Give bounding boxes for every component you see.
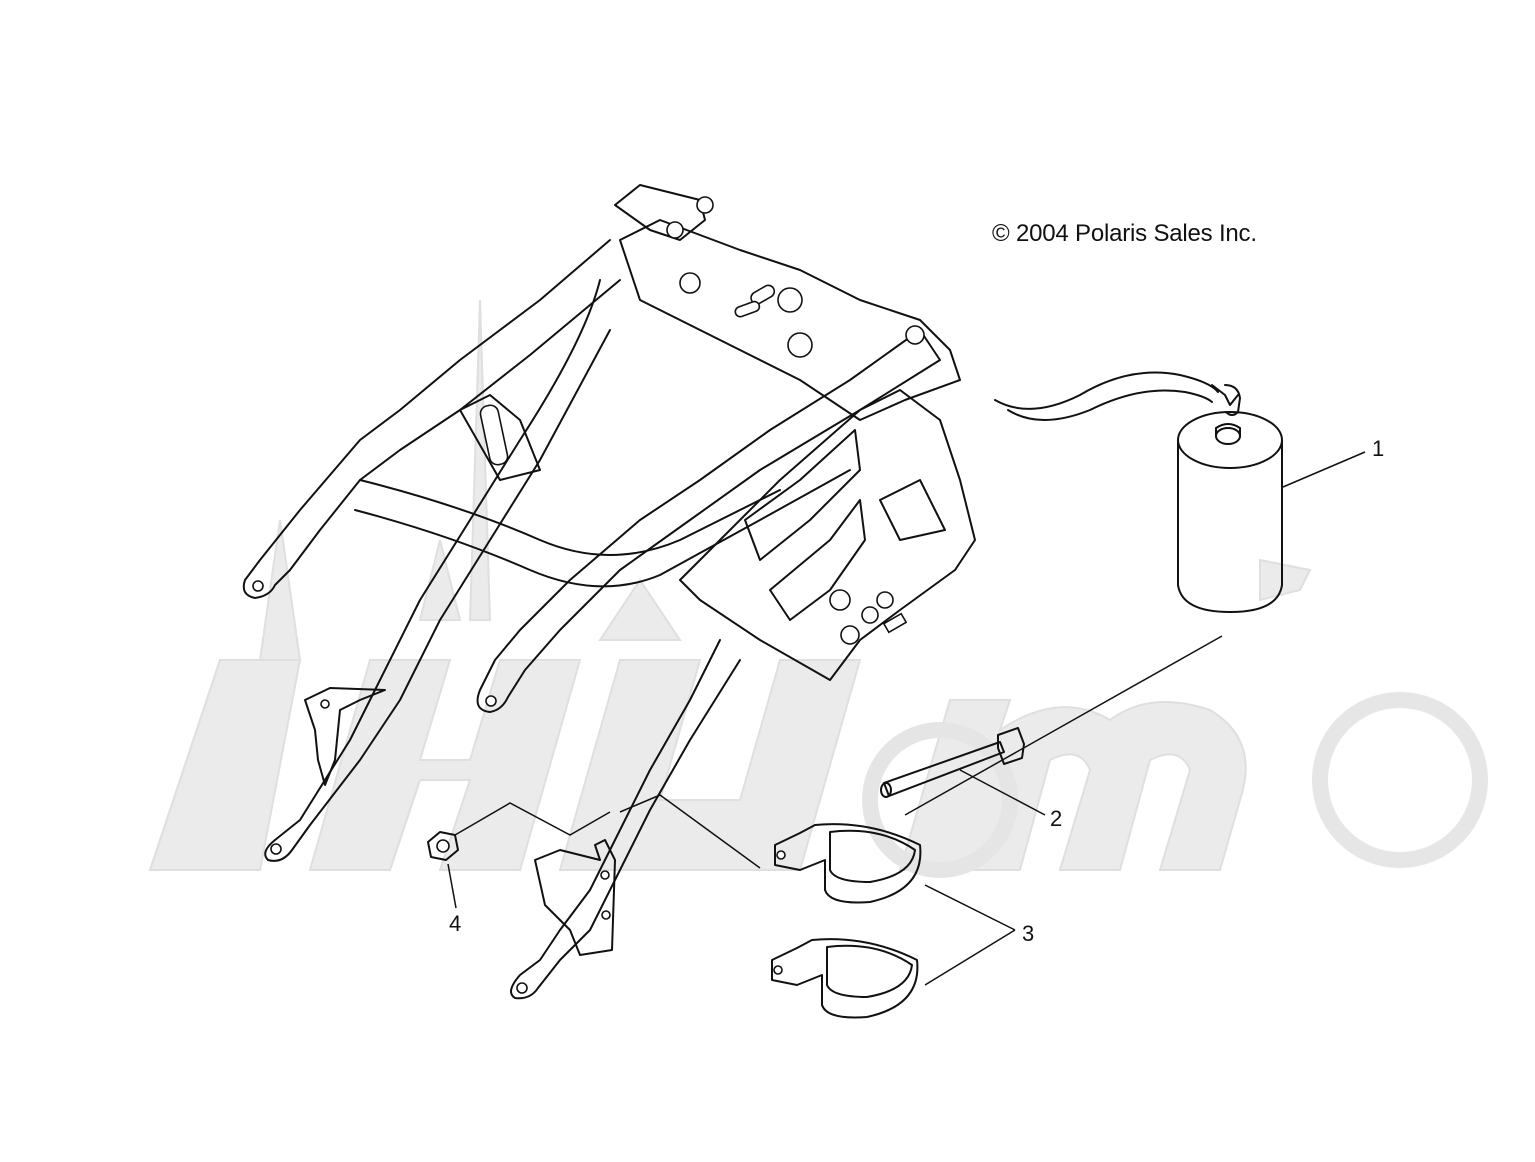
mounting-clamps xyxy=(771,823,922,1019)
leader-lines xyxy=(447,451,1366,986)
callout-1: 1 xyxy=(1372,436,1385,461)
watermark xyxy=(148,299,1488,878)
callout-2: 2 xyxy=(1050,806,1063,831)
copyright-notice: © 2004 Polaris Sales Inc. xyxy=(992,220,1257,247)
callout-4: 4 xyxy=(449,911,462,936)
callout-3: 3 xyxy=(1022,921,1035,946)
rear-subframe xyxy=(242,184,976,1000)
bolt xyxy=(880,727,1025,798)
evap-canister xyxy=(994,371,1283,613)
nut xyxy=(427,831,459,861)
